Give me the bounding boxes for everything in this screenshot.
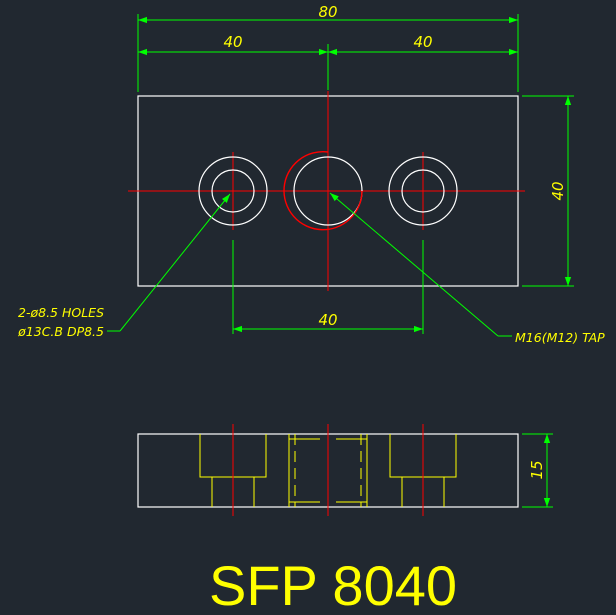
dim-thickness-label: 15: [528, 460, 546, 479]
holes-callout-line2: ø13C.B DP8.5: [17, 324, 104, 339]
dim-overall-width-label: 80: [318, 3, 337, 21]
dim-height: [522, 95, 574, 287]
leader-holes: [107, 193, 231, 332]
right-hole: [388, 156, 458, 226]
dim-hole-spacing: [232, 240, 424, 334]
section-centerlines: [232, 424, 424, 516]
dim-height-label: 40: [549, 181, 567, 200]
top-view: 80 40 40 40 40: [17, 3, 605, 345]
left-hole: [198, 156, 268, 226]
dim-halves: [138, 44, 518, 90]
centerlines: [128, 91, 525, 291]
part-title: SFP 8040: [209, 554, 457, 615]
holes-callout-line1: 2-ø8.5 HOLES: [18, 305, 104, 320]
tap-callout: M16(M12) TAP: [515, 330, 605, 345]
dim-thickness: [522, 433, 553, 508]
leader-tap: [329, 192, 512, 337]
dim-hole-spacing-label: 40: [318, 311, 337, 329]
dim-left-half-label: 40: [223, 33, 242, 51]
hidden-tap: [288, 434, 368, 507]
tap-hole: [283, 150, 363, 231]
section-view: 15: [137, 424, 553, 516]
dim-right-half-label: 40: [413, 33, 432, 51]
